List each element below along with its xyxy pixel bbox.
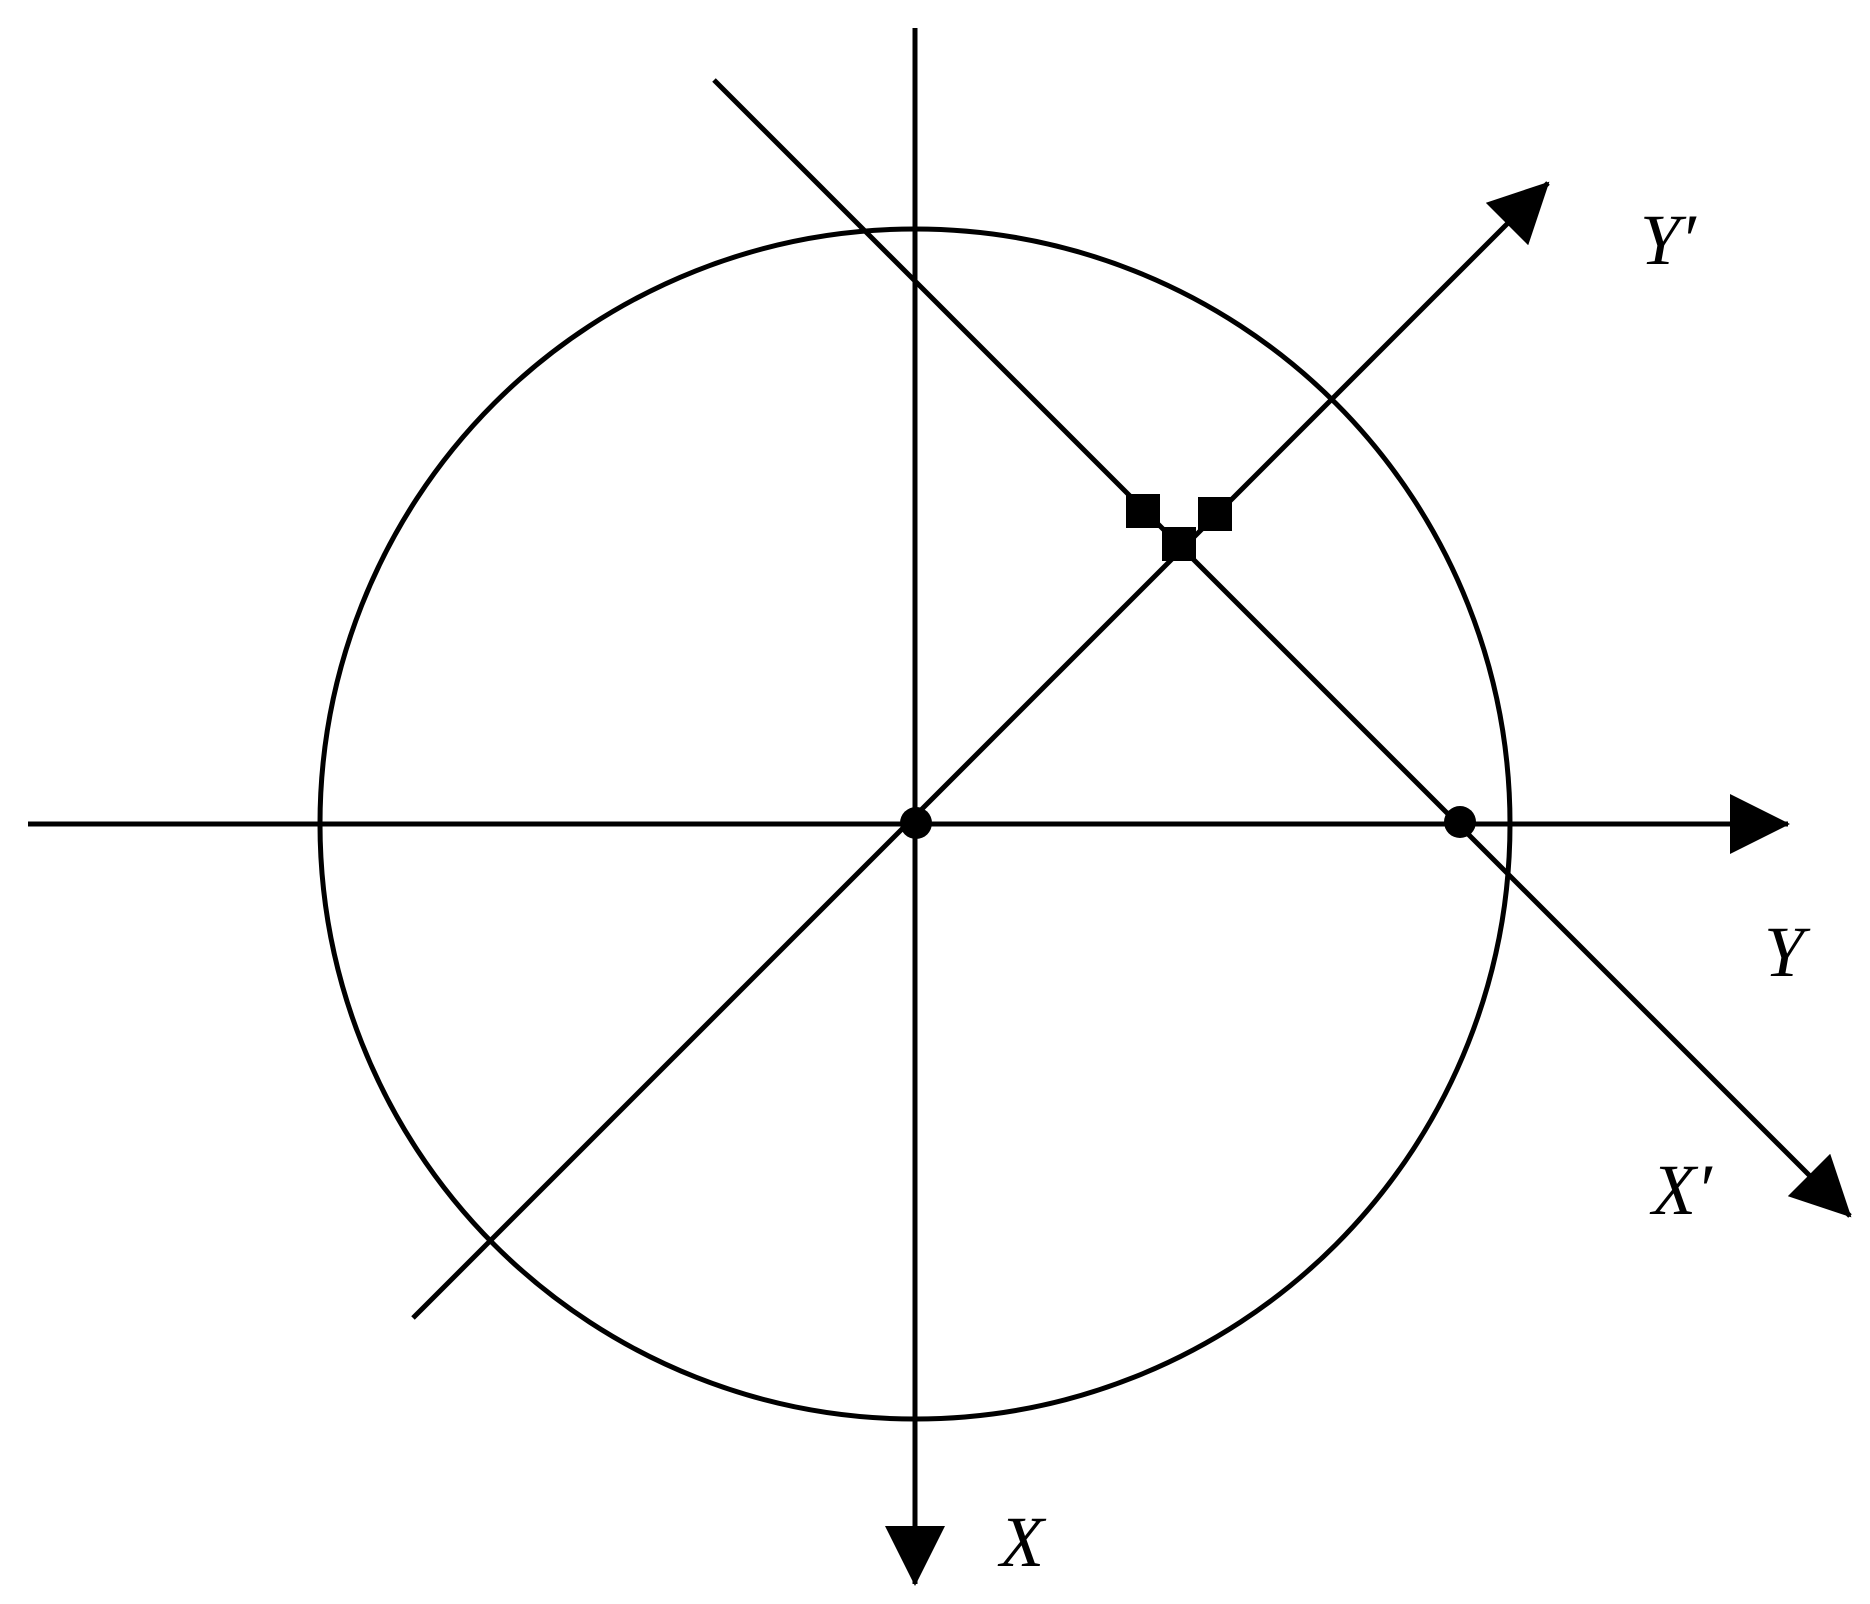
y-prime-axis-line [411, 181, 1550, 1320]
x-axis-label: X [997, 1502, 1047, 1582]
y-axis-label: Y [1764, 912, 1811, 992]
x-prime-axis-label: X′ [1649, 1150, 1713, 1230]
y-prime-axis-label: Y′ [1640, 200, 1697, 280]
x-prime-axis-line [712, 78, 1852, 1218]
y-axis-intersection-point [1444, 806, 1476, 838]
origin-point [900, 807, 932, 839]
right-angle-marker-center [1162, 527, 1196, 561]
right-angle-marker-left [1126, 494, 1160, 528]
right-angle-marker-right [1198, 497, 1232, 531]
